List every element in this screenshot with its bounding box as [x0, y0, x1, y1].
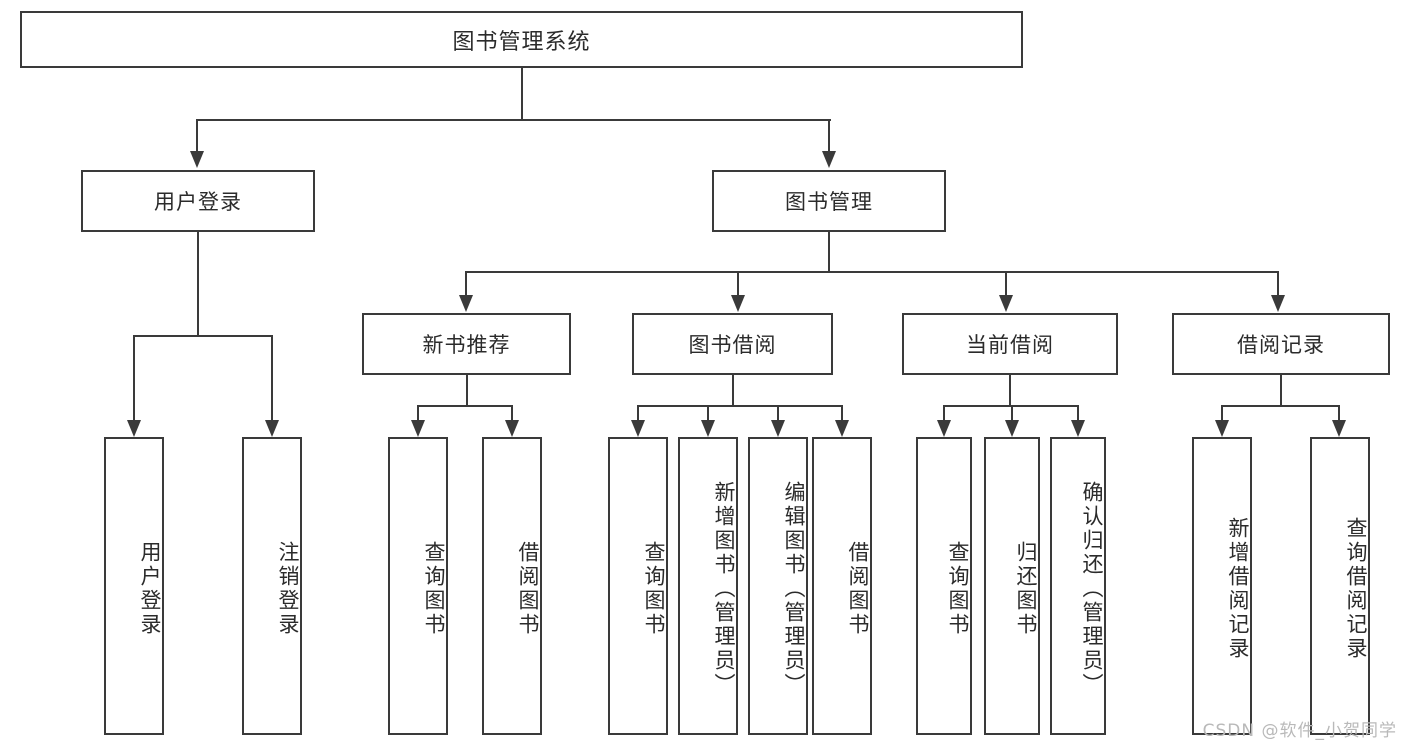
connector-root-to-user-login: [196, 119, 198, 151]
node-label: 图书管理系统: [452, 29, 591, 55]
connector-user-login-bus: [133, 335, 272, 337]
connector-recommend-branch-2: [511, 405, 513, 421]
connector-record-bus: [1221, 405, 1340, 407]
connector-recommend-branch-1: [417, 405, 419, 421]
connector-root-stem: [521, 68, 523, 120]
arrowhead-leaf-add-borrow-record: [1215, 420, 1229, 437]
connector-current-bus: [943, 405, 1078, 407]
node-label: 确认归还（管理员）: [1080, 481, 1104, 697]
connector-current-stem: [1009, 375, 1011, 406]
node-book-borrow[interactable]: 图书借阅: [632, 313, 833, 375]
node-label: 图书管理: [785, 190, 873, 214]
connector-borrow-branch-2: [707, 405, 709, 421]
arrowhead-user-login: [190, 151, 204, 168]
leaf-borrow-book-recommend[interactable]: 借阅图书: [482, 437, 542, 735]
arrowhead-new-book-recommend: [459, 295, 473, 312]
leaf-edit-book-admin[interactable]: 编辑图书（管理员）: [748, 437, 808, 735]
arrowhead-borrow-record: [1271, 295, 1285, 312]
connector-user-login-branch-1: [133, 335, 135, 420]
arrowhead-leaf-borrow-book-recommend: [505, 420, 519, 437]
connector-borrow-branch-4: [841, 405, 843, 421]
node-current-borrow[interactable]: 当前借阅: [902, 313, 1118, 375]
connector-current-branch-1: [943, 405, 945, 421]
leaf-confirm-return-admin[interactable]: 确认归还（管理员）: [1050, 437, 1106, 735]
node-label: 编辑图书（管理员）: [782, 481, 806, 697]
connector-bm-branch-2: [737, 271, 739, 295]
node-new-book-recommend[interactable]: 新书推荐: [362, 313, 571, 375]
node-root-book-management-system[interactable]: 图书管理系统: [20, 11, 1023, 68]
node-label: 查询图书: [642, 541, 666, 637]
arrowhead-leaf-user-login: [127, 420, 141, 437]
node-label: 用户登录: [154, 190, 242, 214]
leaf-query-book-recommend[interactable]: 查询图书: [388, 437, 448, 735]
connector-record-stem: [1280, 375, 1282, 406]
connector-current-branch-2: [1011, 405, 1013, 421]
connector-root-to-book-management: [828, 119, 830, 151]
connector-recommend-stem: [466, 375, 468, 406]
arrowhead-book-management: [822, 151, 836, 168]
arrowhead-leaf-query-book-recommend: [411, 420, 425, 437]
leaf-return-book[interactable]: 归还图书: [984, 437, 1040, 735]
node-label: 借阅图书: [516, 541, 540, 637]
leaf-logout[interactable]: 注销登录: [242, 437, 302, 735]
connector-user-login-stem: [197, 232, 199, 336]
node-label: 用户登录: [138, 541, 162, 637]
leaf-user-login[interactable]: 用户登录: [104, 437, 164, 735]
watermark: CSDN @软件_小贺同学: [1202, 721, 1397, 741]
leaf-query-book-borrow[interactable]: 查询图书: [608, 437, 668, 735]
connector-recommend-bus: [417, 405, 513, 407]
connector-bm-branch-4: [1277, 271, 1279, 295]
connector-root-bus: [196, 119, 831, 121]
node-label: 新增图书（管理员）: [712, 481, 736, 697]
node-borrow-record[interactable]: 借阅记录: [1172, 313, 1390, 375]
node-label: 借阅记录: [1237, 333, 1325, 357]
node-label: 新书推荐: [422, 333, 511, 357]
node-label: 查询图书: [422, 541, 446, 637]
node-user-login[interactable]: 用户登录: [81, 170, 315, 232]
node-label: 查询借阅记录: [1344, 517, 1368, 661]
arrowhead-leaf-query-book-borrow: [631, 420, 645, 437]
connector-book-management-stem: [828, 232, 830, 272]
node-label: 图书借阅: [688, 333, 777, 357]
arrowhead-leaf-logout: [265, 420, 279, 437]
arrowhead-current-borrow: [999, 295, 1013, 312]
node-book-management[interactable]: 图书管理: [712, 170, 946, 232]
connector-borrow-branch-3: [777, 405, 779, 421]
arrowhead-leaf-add-book-admin: [701, 420, 715, 437]
arrowhead-leaf-borrow-book: [835, 420, 849, 437]
connector-book-management-bus: [465, 271, 1279, 273]
connector-current-branch-3: [1077, 405, 1079, 421]
node-label: 当前借阅: [966, 333, 1054, 357]
node-label: 查询图书: [946, 541, 970, 637]
node-label: 借阅图书: [846, 541, 870, 637]
connector-borrow-branch-1: [637, 405, 639, 421]
node-label: 注销登录: [276, 541, 300, 637]
connector-record-branch-2: [1338, 405, 1340, 421]
arrowhead-leaf-return-book: [1005, 420, 1019, 437]
leaf-query-borrow-record[interactable]: 查询借阅记录: [1310, 437, 1370, 735]
leaf-borrow-book[interactable]: 借阅图书: [812, 437, 872, 735]
leaf-add-book-admin[interactable]: 新增图书（管理员）: [678, 437, 738, 735]
connector-borrow-stem: [732, 375, 734, 406]
connector-user-login-branch-2: [271, 335, 273, 420]
leaf-add-borrow-record[interactable]: 新增借阅记录: [1192, 437, 1252, 735]
connector-borrow-bus: [637, 405, 843, 407]
arrowhead-leaf-edit-book-admin: [771, 420, 785, 437]
arrowhead-leaf-query-borrow-record: [1332, 420, 1346, 437]
connector-bm-branch-1: [465, 271, 467, 295]
arrowhead-leaf-confirm-return-admin: [1071, 420, 1085, 437]
node-label: 归还图书: [1014, 541, 1038, 637]
connector-record-branch-1: [1221, 405, 1223, 421]
connector-bm-branch-3: [1005, 271, 1007, 295]
node-label: 新增借阅记录: [1226, 517, 1250, 661]
arrowhead-book-borrow: [731, 295, 745, 312]
arrowhead-leaf-query-book-current: [937, 420, 951, 437]
leaf-query-book-current[interactable]: 查询图书: [916, 437, 972, 735]
